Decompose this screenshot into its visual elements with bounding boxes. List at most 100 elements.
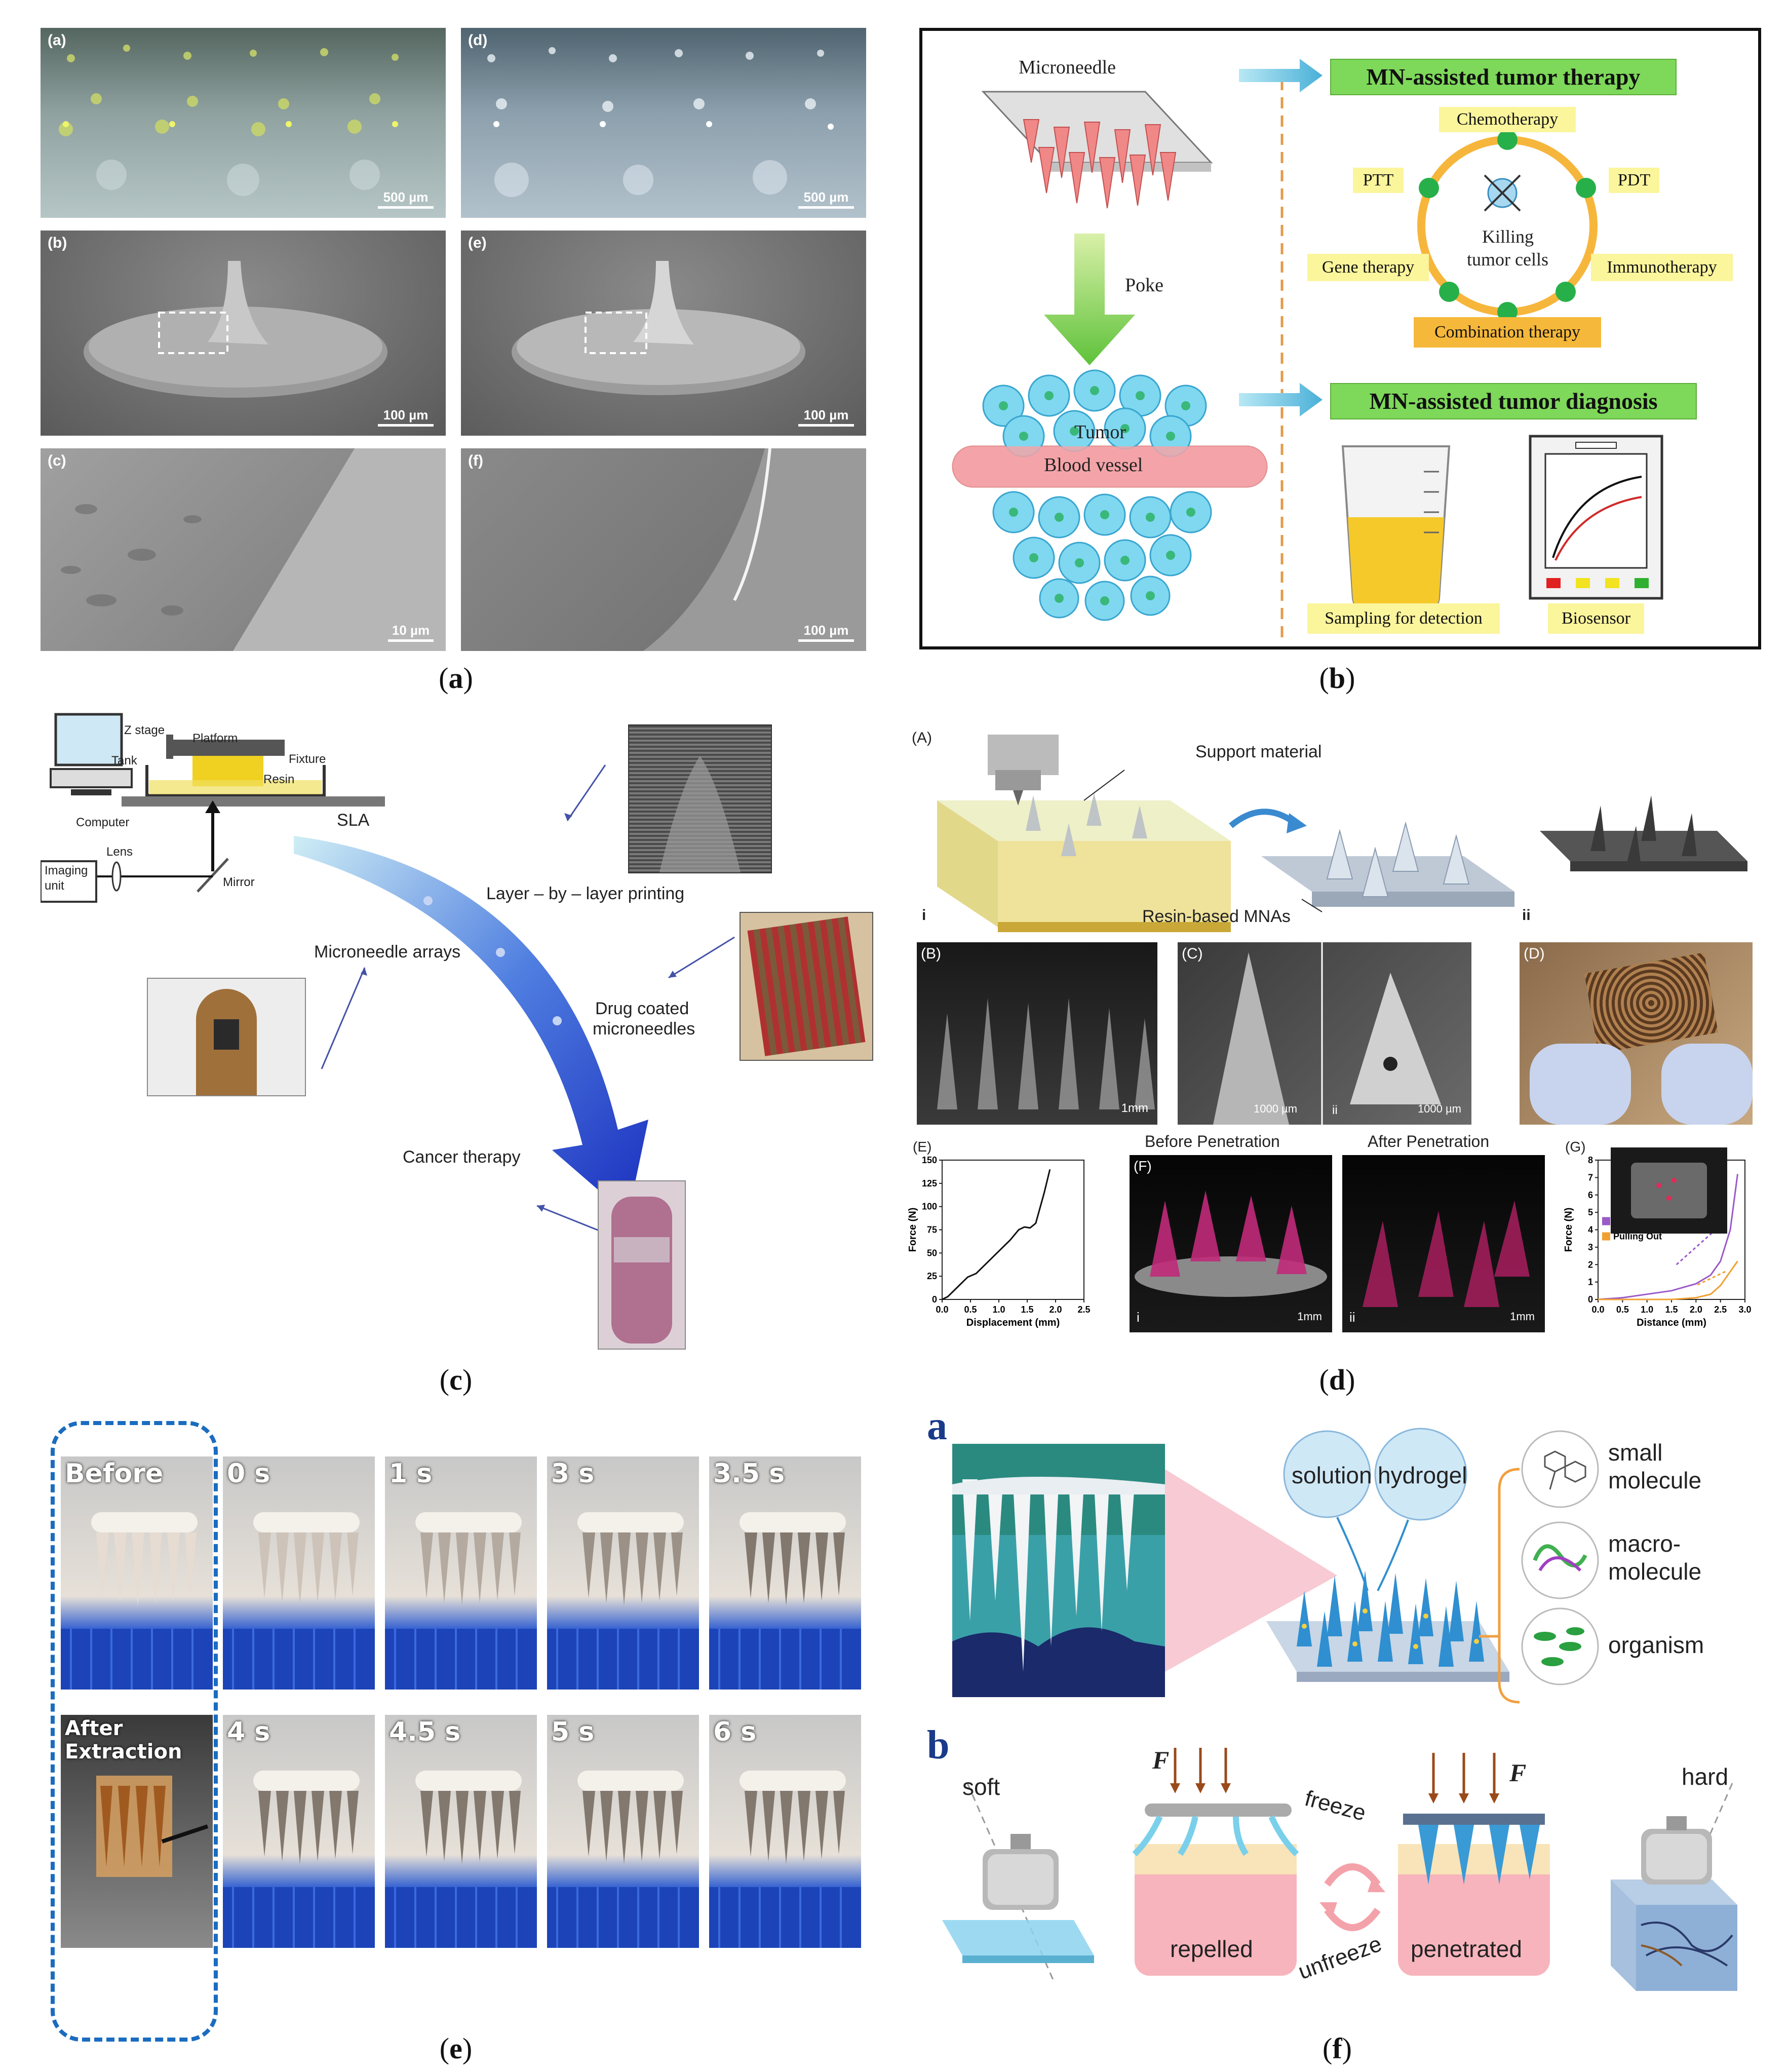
- scale-bar: 100 µm: [378, 407, 434, 427]
- time-label: 3.5 s: [713, 1459, 785, 1489]
- y-tick-label: 0: [1588, 1294, 1593, 1304]
- legend-swatch: [1602, 1217, 1610, 1225]
- y-tick-label: 6: [1588, 1190, 1593, 1200]
- label-lens: Lens: [106, 845, 133, 859]
- series-line: [1598, 1260, 1738, 1300]
- x-tick-label: 1.0: [1641, 1304, 1653, 1315]
- finger-photo: [147, 978, 306, 1096]
- time-label: 1 s: [389, 1459, 433, 1489]
- label-b: b: [927, 1723, 950, 1768]
- label-organism: organism: [1608, 1632, 1704, 1658]
- frame-photo: 0 s: [223, 1456, 375, 1690]
- series-line: [942, 1169, 1051, 1300]
- scale-label: 1000 µm: [1254, 1102, 1298, 1115]
- subfigure-tag: (a): [48, 32, 66, 49]
- sem-image-c: (c) 10 µm: [41, 448, 446, 651]
- time-label: 0 s: [227, 1459, 270, 1489]
- label-D: (D): [1524, 945, 1545, 962]
- x-tick-label: 1.0: [992, 1304, 1005, 1315]
- series-line: [1598, 1174, 1738, 1300]
- photo-C: (C) 1000 µm 1000 µm ii: [1178, 942, 1471, 1125]
- subfigure-tag: (f): [468, 452, 483, 469]
- frame-photo: 4.5 s: [385, 1715, 537, 1948]
- x-tick-label: 0.0: [936, 1304, 948, 1315]
- label-biosensor: Biosensor: [1548, 603, 1644, 634]
- subfigure-tag: (b): [48, 235, 67, 251]
- x-tick-label: 0.5: [1616, 1304, 1629, 1315]
- time-label: 6 s: [713, 1717, 757, 1747]
- frame-photo: 1 s: [385, 1456, 537, 1690]
- y-tick-label: 3: [1588, 1242, 1593, 1252]
- label-hydrogel: hydrogel: [1378, 1462, 1467, 1488]
- x-tick-label: 1.5: [1665, 1304, 1678, 1315]
- y-tick-label: 50: [927, 1248, 937, 1258]
- label-penetrated: penetrated: [1411, 1936, 1522, 1962]
- x-axis-label: Displacement (mm): [966, 1317, 1060, 1328]
- label-hard: hard: [1682, 1763, 1729, 1790]
- frame-photo: 6 s: [709, 1715, 861, 1948]
- subfigure-tag: (e): [468, 235, 487, 251]
- panel-label-b: (b): [1319, 662, 1355, 695]
- y-tick-label: 100: [922, 1202, 937, 1212]
- panel-label-e: (e): [439, 2032, 473, 2065]
- label-drug-coated-2: microneedles: [593, 1019, 695, 1039]
- label-gene-therapy: Gene therapy: [1307, 254, 1429, 281]
- label-ptt: PTT: [1353, 168, 1404, 193]
- label-support-material: Support material: [1195, 742, 1322, 761]
- label-i: i: [922, 907, 926, 924]
- scale-bar: 100 µm: [798, 623, 854, 642]
- panel-a: (a) 500 µm (d) 500 µm (b) 100 µm: [41, 28, 866, 651]
- time-label: 4.5 s: [389, 1717, 461, 1747]
- label-small: small: [1608, 1439, 1663, 1466]
- label-computer: Computer: [76, 816, 130, 829]
- label-fixture: Fixture: [289, 752, 326, 766]
- label-F: (F): [1134, 1158, 1152, 1174]
- label-force-right: F: [1509, 1758, 1527, 1787]
- label-tumor-cells: tumor cells: [1467, 249, 1548, 270]
- panel-e: Before 0 s 1 s: [41, 1421, 871, 2044]
- label-microneedle: Microneedle: [1019, 57, 1116, 78]
- label-before-penetration: Before Penetration: [1145, 1132, 1280, 1150]
- panel-c: Z stage Platform Tank Resin Fixture Comp…: [41, 709, 873, 1358]
- scale-label: 1mm: [1297, 1310, 1322, 1323]
- x-tick-label: 1.5: [1021, 1304, 1033, 1315]
- time-label: After Extraction: [65, 1717, 182, 1763]
- photo-D: (D): [1520, 942, 1753, 1125]
- sem-image-e: (e) 100 µm: [461, 231, 866, 436]
- y-tick-label: 150: [922, 1155, 937, 1165]
- y-tick-label: 7: [1588, 1172, 1593, 1182]
- y-tick-label: 2: [1588, 1259, 1593, 1270]
- y-axis-label: Force (N): [1563, 1208, 1574, 1252]
- photo-B: (B) 1mm: [917, 942, 1157, 1125]
- photo-F-before: (F) i 1mm: [1130, 1155, 1332, 1332]
- y-tick-label: 8: [1588, 1155, 1593, 1165]
- diagnosis-title: MN-assisted tumor diagnosis: [1330, 383, 1697, 419]
- label-C: (C): [1182, 945, 1203, 962]
- x-tick-label: 2.0: [1690, 1304, 1702, 1315]
- y-tick-label: 25: [927, 1271, 937, 1281]
- label-force-left: F: [1152, 1746, 1170, 1774]
- frame-photo: 3 s: [547, 1456, 699, 1690]
- plot-frame: [942, 1160, 1084, 1300]
- frame-photo: After Extraction: [61, 1715, 213, 1948]
- label-drug-coated: Drug coated: [595, 999, 689, 1018]
- label-G: (G): [1565, 1139, 1586, 1155]
- label-imaging: Imaging: [45, 864, 88, 877]
- label-poke: Poke: [1125, 275, 1163, 296]
- scale-label: 1mm: [1510, 1310, 1535, 1323]
- y-tick-label: 5: [1588, 1207, 1593, 1217]
- label-resin-mnas: Resin-based MNAs: [1142, 907, 1291, 926]
- time-label: 3 s: [551, 1459, 595, 1489]
- sem-image-d: (d) 500 µm: [461, 28, 866, 218]
- frame-photo: 3.5 s: [709, 1456, 861, 1690]
- panel-label-c: (c): [439, 1363, 473, 1396]
- label-tank: Tank: [111, 754, 137, 768]
- label-microneedle-arrays: Microneedle arrays: [314, 942, 461, 962]
- x-tick-label: 0.5: [964, 1304, 977, 1315]
- label-z-stage: Z stage: [124, 723, 165, 737]
- label-unit: unit: [45, 879, 64, 893]
- scale-bar: 500 µm: [798, 189, 854, 209]
- label-sampling: Sampling for detection: [1307, 603, 1500, 634]
- label-layer-printing: Layer – by – layer printing: [486, 884, 685, 903]
